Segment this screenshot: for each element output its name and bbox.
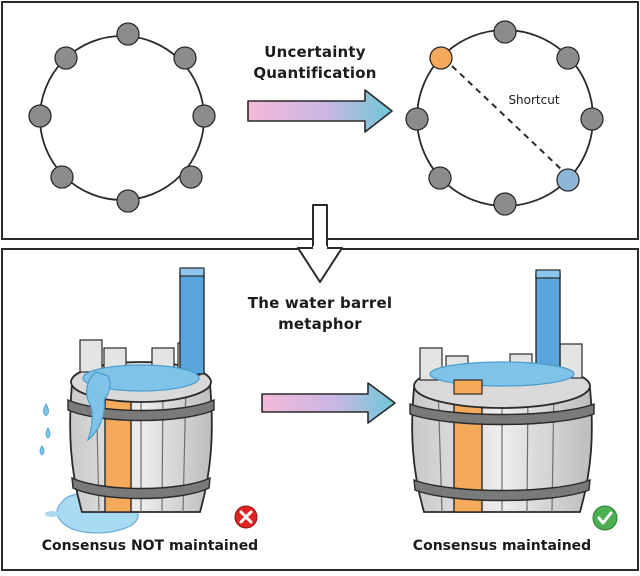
check-circle-icon — [592, 505, 618, 531]
tall-stave-top — [179, 267, 205, 277]
source-node — [429, 46, 453, 70]
ring-node — [580, 107, 604, 131]
ring-node — [405, 107, 429, 131]
consensus-arrow — [261, 382, 396, 424]
water-puddle-small — [45, 511, 59, 517]
x-circle-icon — [234, 505, 258, 529]
short-stave-top — [453, 379, 483, 395]
ring-node — [50, 165, 74, 189]
ring-node — [556, 46, 580, 70]
water-surface — [82, 364, 200, 392]
tall-stave — [535, 273, 561, 375]
left-ring-graph — [28, 22, 216, 213]
water-surface — [429, 361, 575, 387]
target-node — [556, 168, 580, 192]
barrel-title-line2: metaphor — [278, 315, 362, 333]
shortcut-edge — [451, 65, 563, 171]
ring-node — [116, 22, 140, 46]
ring-node — [428, 166, 452, 190]
uq-label-line1: Uncertainty — [264, 43, 366, 61]
left-caption: Consensus NOT maintained — [41, 538, 259, 554]
balanced-barrel — [409, 269, 595, 513]
down-arrow-head — [297, 247, 343, 283]
water-overflow — [86, 371, 111, 442]
barrel-hoop — [71, 476, 211, 500]
barrel-title-line1: The water barrel — [247, 294, 393, 312]
right-ring-graph — [405, 20, 604, 216]
uq-arrow — [247, 89, 393, 133]
ring-node — [493, 20, 517, 44]
tall-stave — [179, 271, 205, 375]
down-arrow-mask — [298, 246, 342, 282]
ring-node — [116, 189, 140, 213]
shortcut-label: Shortcut — [508, 93, 560, 107]
leaking-barrel — [39, 267, 215, 534]
ring-node — [173, 46, 197, 70]
ring-node — [54, 46, 78, 70]
ring-node — [179, 165, 203, 189]
ring-node — [28, 104, 52, 128]
right-caption: Consensus maintained — [412, 538, 592, 554]
barrel-hoop — [413, 478, 591, 502]
barrel-hoop — [409, 402, 595, 426]
tall-stave-top — [535, 269, 561, 279]
ring-node — [493, 192, 517, 216]
uq-label-line2: Quantification — [253, 64, 377, 82]
ring-node — [192, 104, 216, 128]
